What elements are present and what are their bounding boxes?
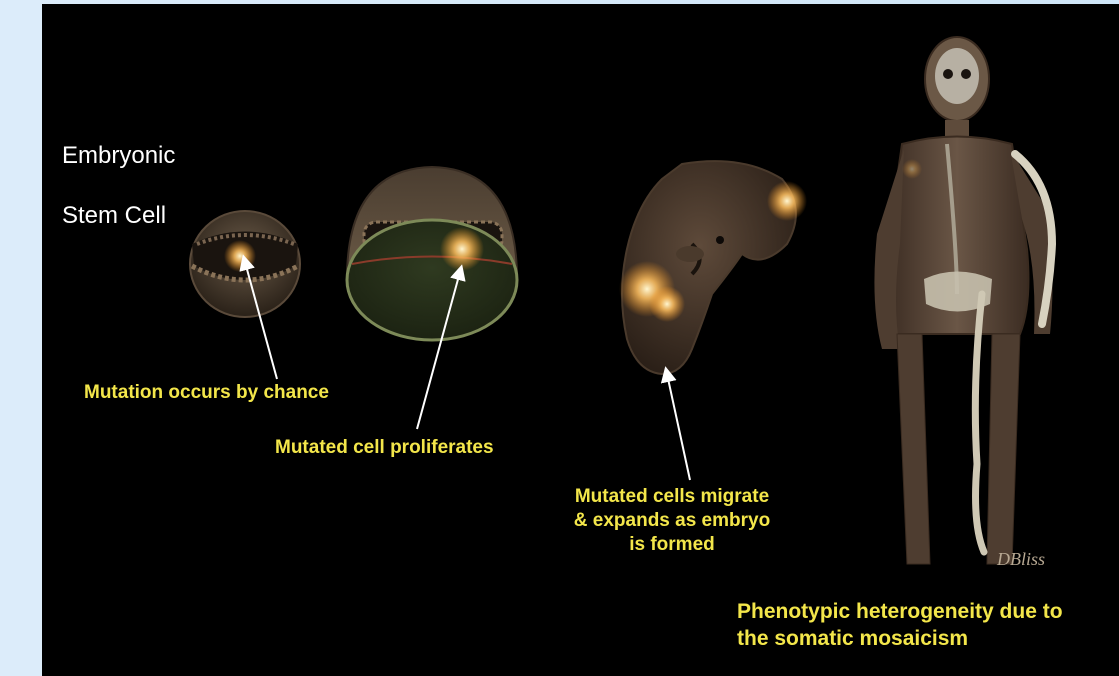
stage4-label-line1: Phenotypic heterogeneity due to — [737, 598, 1063, 625]
stage3-label-line1: Mutated cells migrate — [547, 485, 797, 509]
diagram-panel: Embryonic Stem Cell Mutation occurs by c… — [42, 4, 1119, 676]
stage2-label: Mutated cell proliferates — [275, 436, 494, 460]
embryo — [619, 161, 807, 374]
human-figure — [874, 37, 1052, 564]
arrow-stage3 — [667, 374, 690, 480]
title-line-2: Stem Cell — [62, 201, 175, 231]
stage3-label-line2: & expands as embryo — [547, 509, 797, 533]
stage4-label: Phenotypic heterogeneity due to the soma… — [737, 598, 1063, 652]
artist-signature: DBliss — [997, 549, 1045, 570]
stage3-label: Mutated cells migrate & expands as embry… — [547, 485, 797, 557]
stage1-label: Mutation occurs by chance — [84, 381, 329, 405]
diagram-title: Embryonic Stem Cell — [62, 111, 175, 261]
stage3-label-line3: is formed — [547, 533, 797, 557]
stage4-label-line2: the somatic mosaicism — [737, 625, 1063, 652]
diagram-illustration — [42, 4, 1119, 676]
title-line-1: Embryonic — [62, 141, 175, 171]
blastocyst-large — [347, 167, 517, 340]
